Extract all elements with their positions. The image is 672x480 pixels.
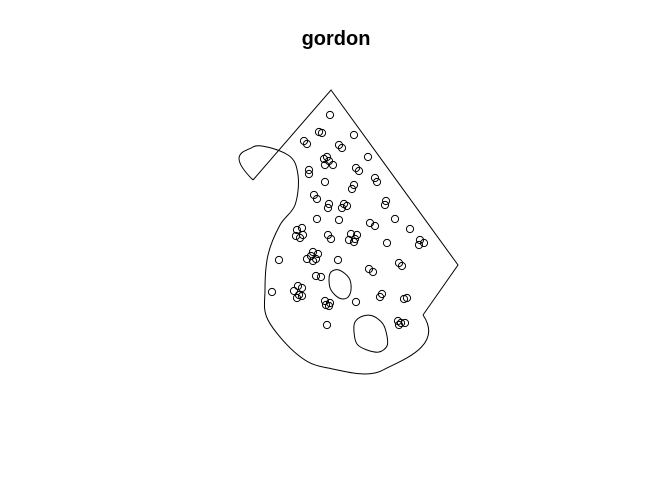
point-marker bbox=[292, 225, 302, 235]
point-marker bbox=[326, 234, 336, 244]
point-marker bbox=[334, 215, 344, 225]
point-marker bbox=[337, 143, 347, 153]
point-marker bbox=[375, 292, 385, 302]
point-marker bbox=[397, 261, 407, 271]
point-marker bbox=[352, 230, 362, 240]
point-marker bbox=[390, 214, 400, 224]
window-hole-1 bbox=[328, 269, 352, 300]
point-marker bbox=[368, 267, 378, 277]
point-marker bbox=[312, 194, 322, 204]
point-marker bbox=[328, 160, 338, 170]
point-marker bbox=[351, 163, 361, 173]
point-marker bbox=[320, 296, 330, 306]
point-marker bbox=[394, 258, 404, 268]
window-hole-2 bbox=[353, 314, 389, 353]
point-marker bbox=[312, 214, 322, 224]
point-marker bbox=[405, 224, 415, 234]
point-marker bbox=[292, 293, 302, 303]
point-marker bbox=[394, 320, 404, 330]
point-marker bbox=[324, 199, 334, 209]
point-marker bbox=[323, 203, 333, 213]
point-marker bbox=[349, 180, 359, 190]
point-marker bbox=[333, 255, 343, 265]
point-marker bbox=[291, 231, 301, 241]
point-marker bbox=[322, 320, 332, 330]
point-marker bbox=[380, 200, 390, 210]
point-marker bbox=[274, 255, 284, 265]
observation-window bbox=[238, 89, 459, 375]
point-marker bbox=[414, 240, 424, 250]
point-marker bbox=[297, 283, 307, 293]
point-marker bbox=[308, 256, 318, 266]
point-marker bbox=[317, 128, 327, 138]
point-marker bbox=[311, 271, 321, 281]
window-boundary-curved bbox=[238, 145, 430, 375]
point-marker bbox=[349, 237, 359, 247]
point-marker bbox=[381, 196, 391, 206]
point-marker bbox=[347, 184, 357, 194]
point-marker bbox=[324, 301, 334, 311]
point-marker bbox=[400, 318, 410, 328]
point-marker bbox=[419, 238, 429, 248]
point-markers bbox=[267, 110, 429, 330]
chart-title: gordon bbox=[301, 28, 371, 50]
point-marker bbox=[363, 152, 373, 162]
point-marker bbox=[316, 272, 326, 282]
window-boundary-straight bbox=[252, 89, 459, 316]
point-marker bbox=[304, 169, 314, 179]
point-marker bbox=[295, 233, 305, 243]
point-marker bbox=[382, 238, 392, 248]
point-marker bbox=[304, 165, 314, 175]
point-marker bbox=[302, 254, 312, 264]
point-marker bbox=[396, 318, 406, 328]
point-marker bbox=[334, 140, 344, 150]
point-marker bbox=[267, 287, 277, 297]
point-marker bbox=[349, 130, 359, 140]
point-marker bbox=[293, 281, 303, 291]
point-marker bbox=[298, 230, 308, 240]
point-marker bbox=[325, 110, 335, 120]
point-marker bbox=[337, 203, 347, 213]
point-marker bbox=[302, 139, 312, 149]
point-marker bbox=[299, 136, 309, 146]
point-marker bbox=[370, 173, 380, 183]
point-marker bbox=[289, 286, 299, 296]
point-marker bbox=[297, 291, 307, 301]
point-marker bbox=[344, 235, 354, 245]
point-marker bbox=[346, 229, 356, 239]
point-marker bbox=[342, 201, 352, 211]
point-marker bbox=[370, 221, 380, 231]
point-marker bbox=[354, 166, 364, 176]
point-marker bbox=[320, 160, 330, 170]
point-marker bbox=[351, 297, 361, 307]
point-marker bbox=[322, 152, 332, 162]
point-marker bbox=[372, 177, 382, 187]
point-marker bbox=[308, 247, 318, 257]
point-marker bbox=[402, 293, 412, 303]
point-marker bbox=[320, 177, 330, 187]
